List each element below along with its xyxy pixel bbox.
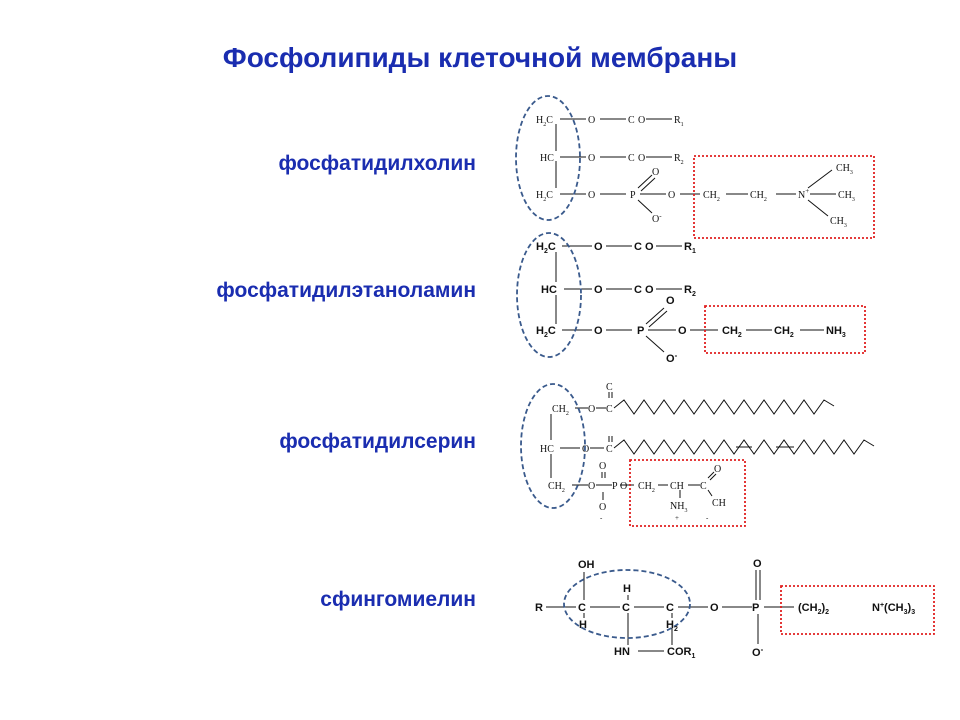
label-phosphatidylethanolamine: фосфатидилэтаноламин [216,279,476,302]
svg-text:O: O [588,481,595,492]
svg-text:O: O [753,558,762,570]
svg-text:CH: CH [712,498,726,509]
svg-text:CH2: CH2 [552,404,569,417]
svg-text:C: C [606,382,613,393]
formula-phosphatidylethanolamine [555,245,824,353]
svg-text:O: O [599,502,606,513]
svg-text:O: O [714,464,721,475]
svg-text:H2C: H2C [536,115,553,128]
svg-text:H2: H2 [666,619,678,633]
svg-text:P: P [637,325,644,337]
svg-text:CH3: CH3 [836,163,853,176]
svg-text:R2: R2 [674,153,684,166]
svg-text:O: O [599,461,606,472]
svg-text:CH2: CH2 [638,481,655,494]
svg-text:H2C: H2C [536,241,556,255]
svg-text:C: C [666,602,674,614]
svg-text:HC: HC [540,444,554,455]
svg-text:O: O [582,444,589,455]
svg-text:H: H [579,619,587,631]
svg-text:HC: HC [540,153,554,164]
svg-text:C: C [628,115,635,126]
svg-text:O: O [666,295,675,307]
svg-text:C: C [622,602,630,614]
svg-text:CH2: CH2 [774,325,794,339]
head-group-box-2 [704,305,866,354]
svg-text:P: P [752,602,759,614]
svg-text:O: O [710,602,719,614]
svg-text:C: C [606,404,613,415]
svg-text:C: C [700,481,707,492]
svg-text:O: O [588,115,595,126]
svg-text:HN: HN [614,646,630,658]
svg-text:CH3: CH3 [830,216,847,229]
svg-text:O-: O- [752,645,764,659]
svg-text:CH3: CH3 [838,190,855,203]
svg-text:R: R [535,602,543,614]
head-group-box-3 [629,459,746,527]
svg-text:O: O [645,284,654,296]
svg-text:O-: O- [666,351,678,365]
svg-text:C: C [634,241,642,253]
label-phosphatidylcholine: фосфатидилхолин [278,152,476,175]
svg-text:O: O [594,241,603,253]
svg-text:O: O [620,481,627,492]
svg-text:C: C [634,284,642,296]
svg-text:C: C [628,153,635,164]
label-sphingomyelin: сфингомиелин [320,588,476,611]
svg-text:P: P [630,190,636,201]
svg-text:CH2: CH2 [750,190,767,203]
glycerol-ellipse-2 [516,232,582,358]
glycerol-ellipse-1 [515,95,581,221]
svg-text:COR1: COR1 [667,646,695,660]
svg-text:R1: R1 [684,241,696,255]
svg-text:CH2: CH2 [703,190,720,203]
label-phosphatidylserine: фосфатидилсерин [279,430,476,453]
svg-text:NH3: NH3 [670,501,687,514]
svg-text:R1: R1 [674,115,684,128]
svg-text:CH2: CH2 [722,325,742,339]
formula-phosphatidylserine [550,392,875,500]
svg-text:N+: N+ [798,187,809,201]
svg-text:O: O [638,115,645,126]
svg-text:O-: O- [652,212,662,225]
svg-text:H: H [623,583,631,595]
sphingosine-ellipse [563,569,691,639]
formula-phosphatidylcholine [555,118,836,217]
svg-text:-: - [600,514,603,522]
svg-text:+: + [675,514,679,522]
svg-text:O: O [652,167,659,178]
svg-text:O: O [645,241,654,253]
svg-text:O: O [594,284,603,296]
svg-text:O: O [678,325,687,337]
svg-text:O: O [638,153,645,164]
svg-text:O: O [588,404,595,415]
svg-text:(CH2)2: (CH2)2 [798,602,829,616]
svg-text:HC: HC [541,284,557,296]
svg-text:CH: CH [670,481,684,492]
svg-text:O: O [588,190,595,201]
svg-text:R2: R2 [684,284,696,298]
head-group-box-4 [780,585,935,635]
svg-text:P: P [612,481,618,492]
svg-text:OH: OH [578,559,595,571]
formula-sphingomyelin [546,570,794,652]
glycerol-ellipse-3 [520,383,586,509]
svg-text:N+(CH3)3: N+(CH3)3 [872,602,915,616]
svg-text:NH3: NH3 [826,325,846,339]
svg-text:CH2: CH2 [548,481,565,494]
svg-text:H2C: H2C [536,190,553,203]
svg-text:H2C: H2C [536,325,556,339]
svg-text:O: O [594,325,603,337]
svg-text:O: O [588,153,595,164]
page-title: Фосфолипиды клеточной мембраны [222,42,738,73]
svg-text:C: C [606,444,613,455]
svg-text:O: O [668,190,675,201]
svg-text:-: - [706,514,709,522]
head-group-box-1 [693,155,875,239]
svg-text:C: C [578,602,586,614]
